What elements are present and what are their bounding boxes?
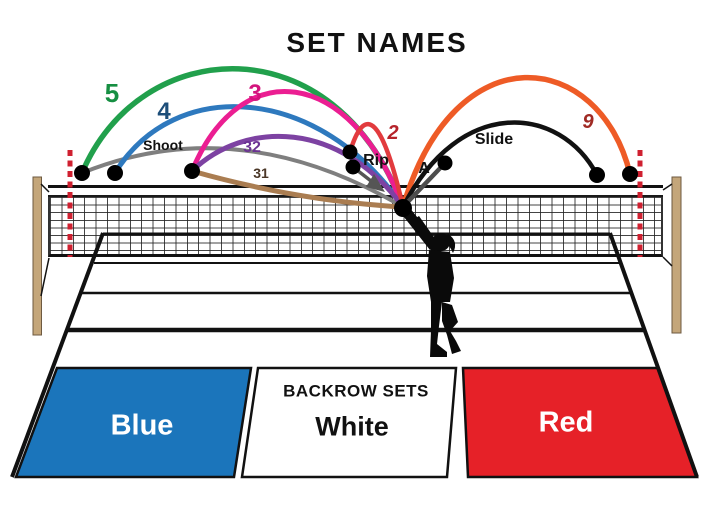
label-set-slide: Slide — [474, 131, 514, 148]
dot-rip — [345, 159, 361, 175]
player-silhouette — [400, 207, 461, 357]
net-pole-right — [671, 176, 682, 334]
rip-arrowhead — [366, 174, 385, 192]
court-sideline-right — [608, 232, 699, 478]
label-set-3: 3 — [248, 80, 262, 107]
zone-white — [240, 366, 458, 479]
label-set-5: 5 — [104, 78, 120, 108]
page-title: SET NAMES — [286, 27, 468, 58]
dot-antenna-left — [74, 165, 90, 181]
dot-slide — [589, 167, 605, 183]
landing-dots — [74, 144, 638, 217]
label-set-2: 2 — [387, 122, 399, 144]
volleyball — [394, 199, 412, 217]
court-sideline-left — [10, 232, 105, 478]
arc-32 — [189, 133, 406, 210]
label-set-rip: Rip — [363, 152, 389, 169]
dot-2 — [342, 144, 358, 160]
label-set-a: A — [418, 160, 430, 177]
player-ponytail — [443, 234, 456, 253]
line-a — [400, 160, 448, 210]
dot-4 — [107, 165, 123, 181]
court-lines — [10, 232, 699, 478]
arc-3 — [189, 88, 406, 210]
zone-white-label: White — [315, 411, 389, 442]
zone-blue — [14, 366, 253, 479]
arc-slide — [400, 120, 600, 210]
net-guy-wires — [40, 183, 673, 297]
label-set-9: 9 — [582, 111, 594, 133]
arc-31 — [189, 168, 406, 210]
net-grid — [48, 197, 663, 257]
label-set-4: 4 — [157, 98, 171, 125]
arc-9 — [400, 74, 633, 210]
dot-9 — [622, 166, 638, 182]
label-set-32: 32 — [243, 139, 261, 156]
player-back-leg — [442, 302, 461, 354]
set-arcs — [79, 66, 633, 210]
player-torso — [427, 250, 454, 302]
player-front-leg — [430, 300, 447, 357]
dot-a — [437, 155, 453, 171]
zone-red-label: Red — [538, 406, 594, 439]
net-pole-left — [32, 176, 42, 336]
arc-4 — [112, 104, 406, 210]
backrow-heading: BACKROW SETS — [283, 381, 429, 401]
backrow-zones — [14, 366, 699, 479]
zone-blue-label: Blue — [110, 409, 174, 442]
label-set-31: 31 — [253, 165, 269, 181]
net-top-band — [48, 185, 663, 197]
label-set-shoot: Shoot — [143, 137, 183, 153]
arc-2 — [347, 121, 406, 210]
dot-3-32-31 — [184, 163, 200, 179]
